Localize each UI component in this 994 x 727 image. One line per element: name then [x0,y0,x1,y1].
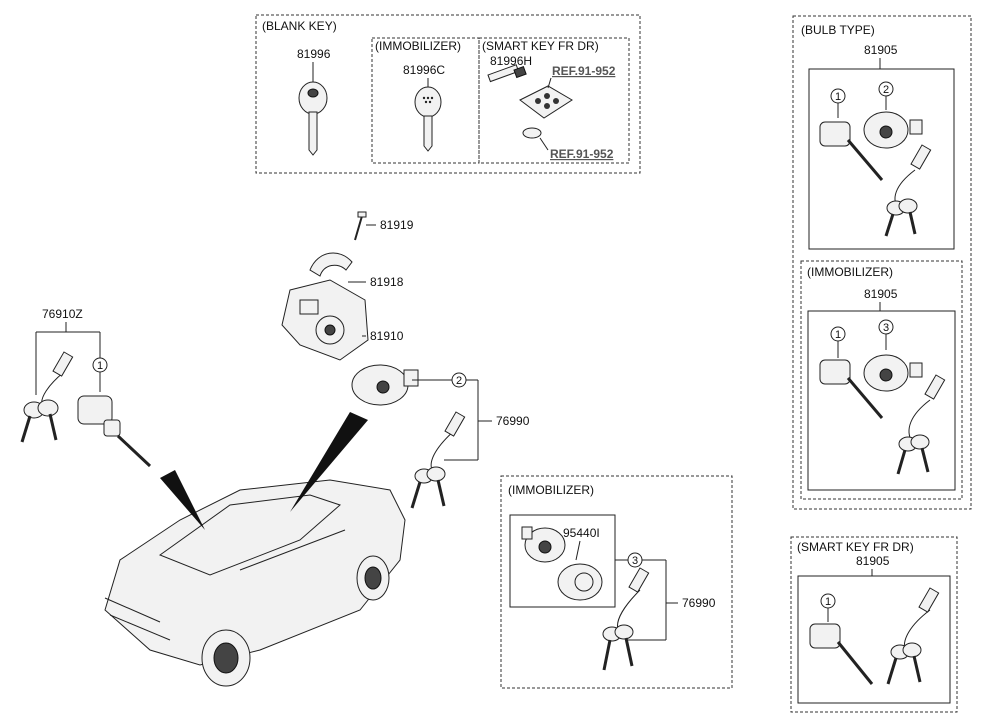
bulb-circle-2: 2 [883,84,889,96]
smart-key-ref-link-2[interactable]: REF.91-952 [550,147,614,161]
immobilizer-center-set-number: 76990 [682,596,716,610]
ignition-switch-icon [863,111,923,149]
circle-1-door-lock: 1 [97,360,103,372]
immobilizer-right-box: (IMMOBILIZER) 81905 1 3 [800,260,963,500]
immobilizer-key-part-number: 81996C [403,63,445,77]
bulb-type-box: (BULB TYPE) 81905 1 2 [792,15,972,510]
blank-key-box: (BLANK KEY) 81996 (IMMOBILIZER) 81996C (… [255,14,641,174]
part-number-81910: 81910 [370,329,404,343]
door-lock-cylinder-icon [819,121,884,181]
blank-key-title: (BLANK KEY) [262,19,337,33]
smart-key-right-title: (SMART KEY FR DR) [797,540,914,554]
pointer-arrow-ignition [290,412,368,512]
bulb-type-part-number: 81905 [864,43,898,57]
lock-body-icon [281,279,369,361]
ignition-switch-icon [351,364,419,406]
key-set-icon [602,567,650,671]
key-set-icon [884,144,932,237]
smart-key-right-box: (SMART KEY FR DR) 81905 1 [790,536,958,713]
lock-housing-bracket-icon [309,252,353,277]
smart-key-part-number: 81996H [490,54,532,68]
ignition-switch-icon [521,526,566,563]
car-illustration [104,412,406,687]
key-set-icon [20,351,74,443]
part-number-81918: 81918 [370,275,404,289]
immobilizer-center-box: (IMMOBILIZER) 95440I 3 76990 [500,475,733,689]
smart-key-ref-link-1[interactable]: REF.91-952 [552,64,616,78]
smart-key-right-part-number: 81905 [856,554,890,568]
ignition-switch-icon [863,354,923,392]
screw-icon [354,211,367,241]
immob-right-circle-1: 1 [835,329,841,341]
immobilizer-key-title: (IMMOBILIZER) [375,39,461,53]
smart-key-title: (SMART KEY FR DR) [482,39,599,53]
immobilizer-center-part-number: 95440I [563,526,600,540]
immobilizer-coil-icon [557,563,603,601]
coin-battery-icon [522,127,542,139]
immob-center-circle-3: 3 [632,555,638,567]
smart-key-blade-icon [487,64,527,83]
immobilizer-key-icon [414,86,442,152]
door-lock-cylinder-icon [809,623,874,685]
steering-lock-assembly: 81919 81918 81910 2 76990 [281,211,530,509]
door-lock-set-left: 76910Z 1 [20,307,152,468]
door-lock-cylinder-icon [819,359,884,419]
door-lock-cylinder-icon [77,395,152,468]
smart-right-circle-1: 1 [825,596,831,608]
part-number-76910z: 76910Z [42,307,83,321]
blank-key-icon [298,81,328,156]
part-number-76990: 76990 [496,414,530,428]
immobilizer-right-part-number: 81905 [864,287,898,301]
key-set-icon [896,374,946,475]
circle-2-ignition: 2 [456,375,462,387]
part-number-81919: 81919 [380,218,414,232]
key-set-icon [886,587,940,685]
immobilizer-right-title: (IMMOBILIZER) [807,265,893,279]
bulb-type-title: (BULB TYPE) [801,23,875,37]
key-set-icon [410,411,466,509]
pointer-arrow-door [160,470,205,530]
immobilizer-center-title: (IMMOBILIZER) [508,483,594,497]
bulb-circle-1: 1 [835,91,841,103]
smart-key-fob-icon [519,85,573,119]
immob-right-circle-3: 3 [883,322,889,334]
blank-key-part-number: 81996 [297,47,331,61]
